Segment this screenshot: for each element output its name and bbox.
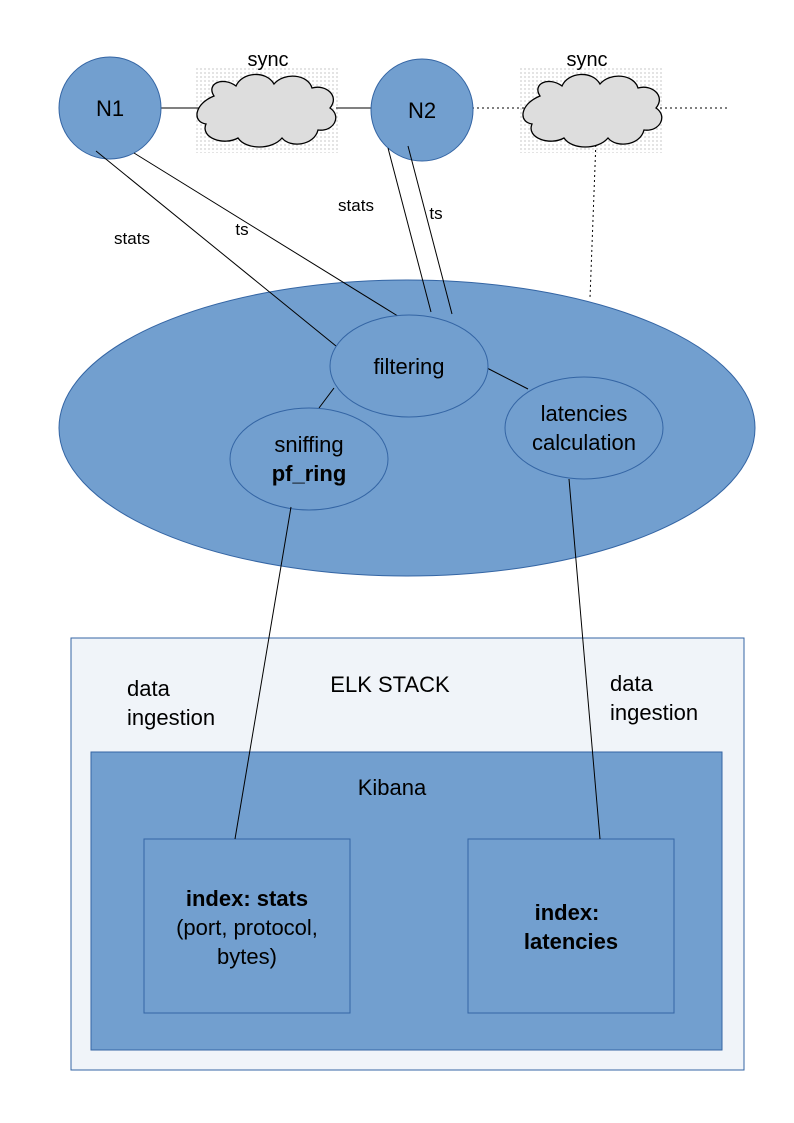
edge-filtering-latencies — [486, 367, 529, 390]
sniffing-node[interactable] — [229, 407, 389, 511]
edge-n2-ts-label: ts — [429, 204, 442, 223]
edge-n1-ts — [133, 152, 402, 319]
index-stats-bytes: bytes) — [217, 944, 277, 969]
ingest-left-line1: data — [127, 676, 171, 701]
index-latencies-title: index: — [535, 900, 600, 925]
ingest-right-line1: data — [610, 671, 654, 696]
node-n1-label: N1 — [96, 96, 124, 121]
cloud-sync-1-label: sync — [247, 49, 288, 71]
calculation-label: calculation — [532, 430, 636, 455]
node-n1[interactable] — [58, 56, 162, 160]
link-sync2-ellipse — [589, 139, 597, 299]
latencies-node[interactable] — [504, 376, 664, 480]
filtering-label: filtering — [374, 354, 445, 379]
edge-n1-stats-label: stats — [114, 229, 150, 248]
ingest-right-line2: ingestion — [610, 700, 698, 725]
ingest-left-line2: ingestion — [127, 705, 215, 730]
index-latencies-name: latencies — [524, 929, 618, 954]
index-stats-title: index: stats — [186, 886, 308, 911]
edge-n1-stats — [95, 150, 337, 347]
pf-ring-label: pf_ring — [272, 461, 347, 486]
kibana-title: Kibana — [358, 775, 427, 800]
index-stats-box[interactable] — [143, 838, 351, 1014]
cloud-sync-2-label: sync — [566, 49, 607, 71]
filtering-node[interactable] — [329, 314, 489, 418]
ingest-line-stats — [234, 506, 292, 840]
node-n2-label: N2 — [408, 98, 436, 123]
edge-n2-stats-label: stats — [338, 196, 374, 215]
cloud-sync-2 — [522, 73, 663, 148]
edge-n2-stats — [387, 147, 432, 313]
edge-filtering-sniffing — [318, 387, 335, 409]
cloud-sync-1 — [196, 73, 337, 148]
latencies-label: latencies — [541, 401, 628, 426]
sniffing-label: sniffing — [274, 432, 343, 457]
elk-stack-title: ELK STACK — [330, 672, 450, 697]
node-n2[interactable] — [370, 58, 474, 162]
edge-n2-ts — [407, 145, 453, 315]
index-latencies-box[interactable] — [467, 838, 675, 1014]
edge-n1-ts-label: ts — [235, 220, 248, 239]
ingest-line-latencies — [568, 478, 601, 840]
index-stats-fields: (port, protocol, — [176, 915, 318, 940]
processing-ellipse — [58, 279, 756, 577]
